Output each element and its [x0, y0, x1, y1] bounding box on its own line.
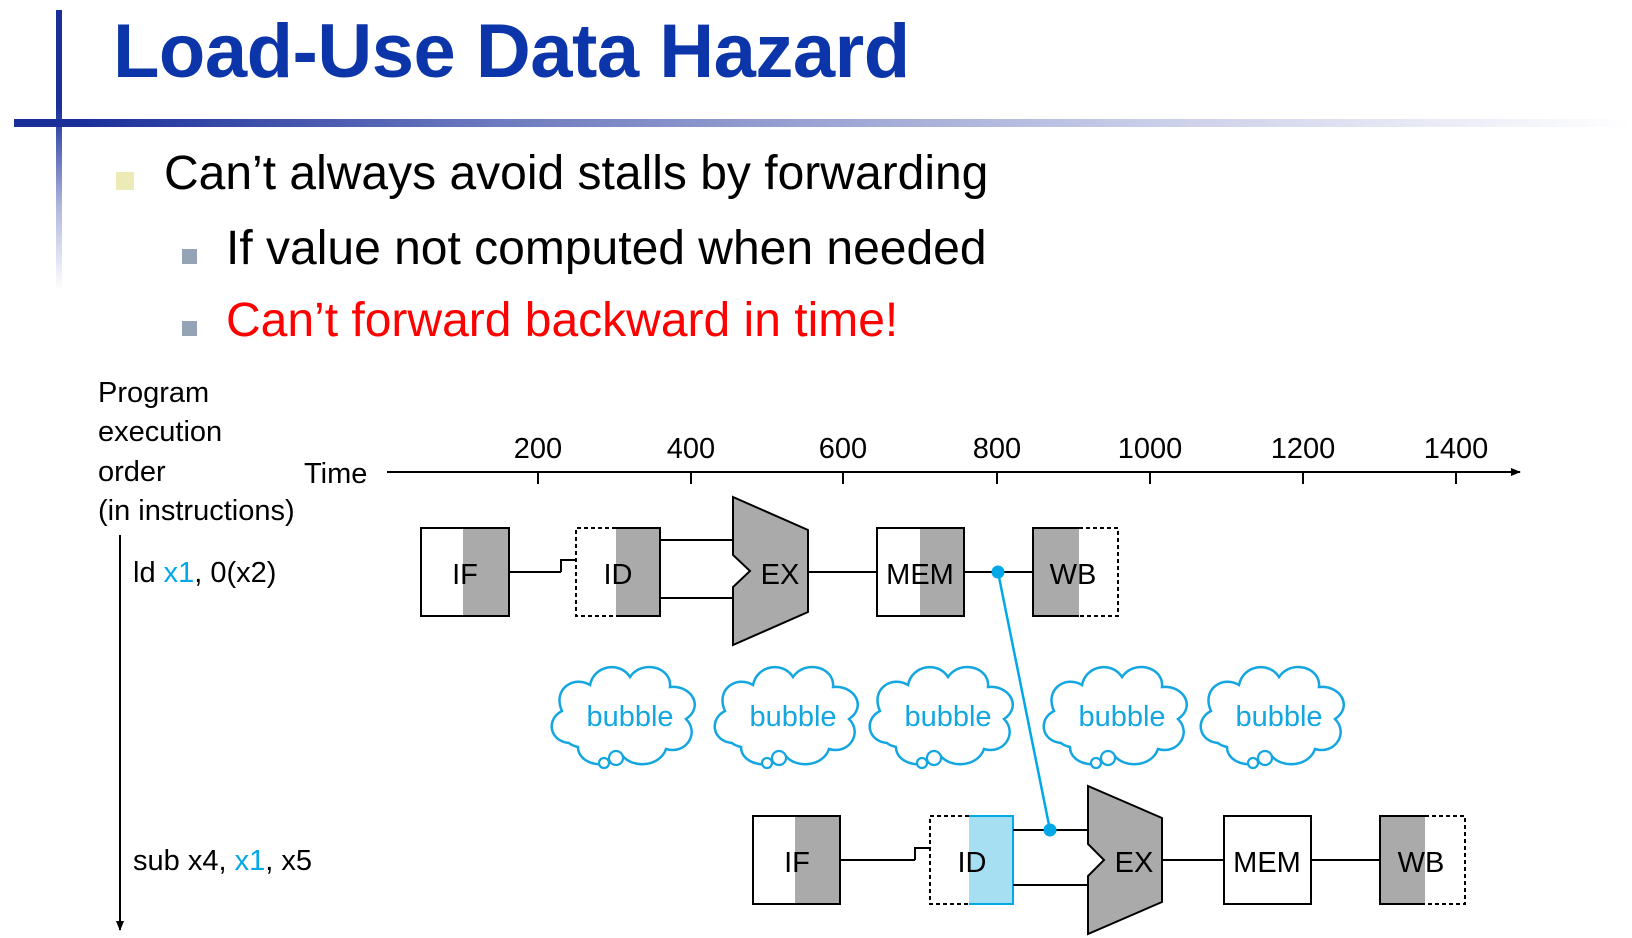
- bubble-5-label: bubble: [1235, 701, 1322, 733]
- sub-wb-solid-left: [1379, 815, 1425, 905]
- order-label-line-1: Program: [98, 377, 209, 409]
- title-vertical-rule: [56, 10, 62, 290]
- instr-sub-reg: x1: [235, 845, 266, 877]
- tick-label-600: 600: [819, 433, 867, 465]
- forwarding-source-dot: [991, 565, 1005, 579]
- sub-bullet-square-icon: [182, 249, 197, 264]
- ld-id-write-notch: [560, 559, 576, 572]
- instruction-sub-label: sub x4, x1, x5: [133, 845, 312, 877]
- bubble-1: bubble: [550, 665, 696, 770]
- instr-ld-reg: x1: [164, 557, 195, 589]
- ld-if-label: IF: [452, 559, 478, 591]
- sub-bullet-text-alert: Can’t forward backward in time!: [226, 294, 899, 347]
- bubble-3: bubble: [868, 665, 1014, 770]
- tick-label-1400: 1400: [1424, 433, 1489, 465]
- bubble-4: bubble: [1042, 665, 1188, 770]
- sub-ex-alu: [1087, 784, 1163, 936]
- slide-title: Load-Use Data Hazard: [113, 9, 910, 94]
- bubble-1-label: bubble: [586, 701, 673, 733]
- order-label-line-2: execution: [98, 416, 222, 448]
- bullet-square-icon: [116, 172, 134, 190]
- tick-label-200: 200: [514, 433, 562, 465]
- sub-bullet-square-icon: [182, 321, 197, 336]
- sub-if-label: IF: [784, 847, 810, 879]
- ld-wb-gray: [1033, 528, 1079, 616]
- tick-label-400: 400: [667, 433, 715, 465]
- ld-ex-label: EX: [761, 559, 800, 591]
- bubble-3-label: bubble: [904, 701, 991, 733]
- ld-id-solid-right: [616, 527, 661, 617]
- bubble-5: bubble: [1199, 665, 1345, 770]
- ld-mem-label: MEM: [886, 559, 954, 591]
- ld-wb-solid-left: [1032, 527, 1079, 617]
- bullet-text: Can’t always avoid stalls by forwarding: [164, 147, 989, 200]
- sub-ex-label: EX: [1115, 847, 1154, 879]
- order-label-line-4: (in instructions): [98, 495, 295, 527]
- bubble-4-label: bubble: [1078, 701, 1165, 733]
- tick-label-800: 800: [973, 433, 1021, 465]
- sub-id-write-notch: [914, 847, 930, 860]
- instruction-ld-label: ld x1, 0(x2): [133, 557, 276, 589]
- sub-bullet-text: If value not computed when needed: [226, 222, 987, 275]
- ld-id-label: ID: [604, 559, 633, 591]
- title-horizontal-rule: [14, 119, 1632, 127]
- order-label-line-3: order: [98, 456, 166, 488]
- sub-id-solid-right: [969, 815, 1014, 905]
- bubble-2: bubble: [713, 665, 859, 770]
- ld-wb-label: WB: [1050, 559, 1097, 591]
- ld-if-gray: [463, 528, 509, 616]
- sub-id-label: ID: [958, 847, 987, 879]
- sub-wb-dashed-right: [1425, 815, 1466, 905]
- bubble-2-label: bubble: [749, 701, 836, 733]
- tick-label-1000: 1000: [1118, 433, 1183, 465]
- ld-id-dashed-left: [575, 527, 616, 617]
- instr-ld-mnemonic: ld: [133, 557, 164, 589]
- tick-label-1200: 1200: [1271, 433, 1336, 465]
- ld-ex-alu: [732, 495, 809, 647]
- sub-if-gray: [795, 816, 840, 904]
- sub-mem-label: MEM: [1233, 847, 1301, 879]
- instr-sub-mnemonic: sub x4,: [133, 845, 235, 877]
- sub-id-read-highlight: [969, 817, 1013, 903]
- ld-id-gray: [616, 528, 660, 616]
- forwarding-dest-dot: [1043, 823, 1057, 837]
- forwarding-path: [996, 571, 1052, 831]
- time-label: Time: [304, 458, 367, 490]
- instr-sub-operands: , x5: [265, 845, 312, 877]
- sub-wb-label: WB: [1398, 847, 1445, 879]
- ld-mem-gray: [920, 528, 964, 616]
- sub-wb-gray: [1380, 816, 1425, 904]
- pipeline-row-ld: IF ID EX MEM WB: [420, 495, 1119, 647]
- pipeline-row-sub: IF ID EX MEM WB: [752, 784, 1466, 936]
- instr-ld-operands: , 0(x2): [194, 557, 276, 589]
